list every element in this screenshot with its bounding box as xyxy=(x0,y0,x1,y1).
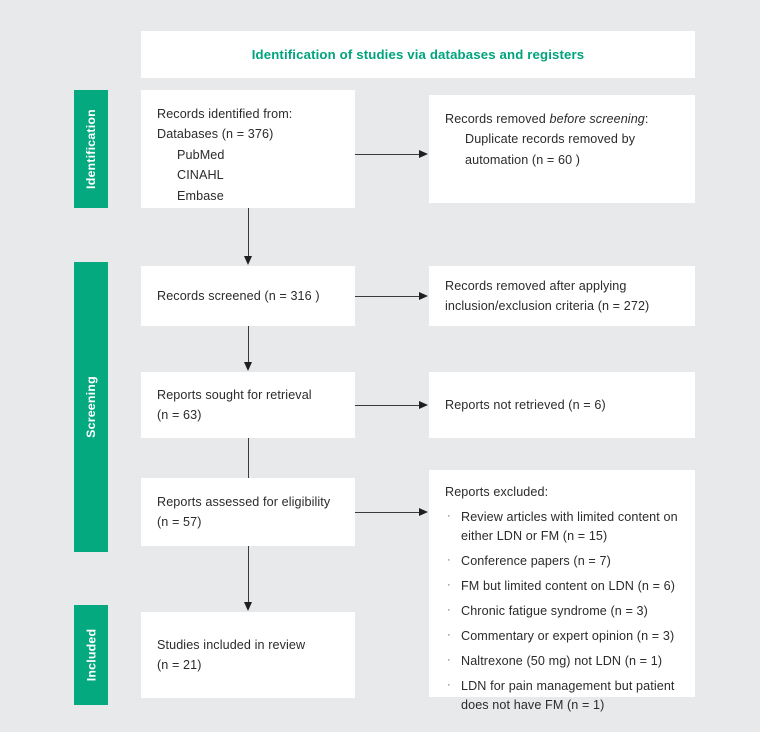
records-identified-source-1: PubMed xyxy=(177,147,225,162)
bullet-glyph: · xyxy=(447,579,451,592)
box-records-screened: Records screened (n = 316 ) xyxy=(141,266,355,326)
list-item: · Naltrexone (50 mg) not LDN (n = 1) xyxy=(445,652,679,671)
diagram-header-banner: Identification of studies via databases … xyxy=(141,31,695,78)
list-item: · FM but limited content on LDN (n = 6) xyxy=(445,577,679,596)
phase-bar-identification: Identification xyxy=(74,90,108,208)
reports-excluded-list: · Review articles with limited content on… xyxy=(445,508,679,714)
box-records-identified: Records identified from: Databases (n = … xyxy=(141,90,355,208)
list-item-label: LDN for pain management but patient does… xyxy=(461,678,675,712)
records-identified-source-2: CINAHL xyxy=(177,168,224,183)
studies-included-line1: Studies included in review xyxy=(157,637,306,652)
bullet-glyph: · xyxy=(447,510,451,523)
list-item: · LDN for pain management but patient doe… xyxy=(445,677,679,715)
records-screened-text: Records screened (n = 316 ) xyxy=(157,288,320,303)
records-identified-line2: Databases (n = 376) xyxy=(157,127,274,142)
records-removed-criteria-line2: inclusion/exclusion criteria (n = 272) xyxy=(445,299,650,313)
reports-not-retrieved-text: Reports not retrieved (n = 6) xyxy=(445,397,606,412)
box-records-removed-before-screening: Records removed before screening: Duplic… xyxy=(429,95,695,203)
box-reports-not-retrieved: Reports not retrieved (n = 6) xyxy=(429,372,695,438)
list-item-label: Commentary or expert opinion (n = 3) xyxy=(461,628,675,643)
records-identified-line1: Records identified from: xyxy=(157,107,293,121)
list-item-label: Chronic fatigue syndrome (n = 3) xyxy=(461,603,648,618)
reports-assessed-line2: (n = 57) xyxy=(157,515,202,529)
bullet-glyph: · xyxy=(447,554,451,567)
records-removed-lead-end: : xyxy=(644,112,649,126)
records-identified-source-3: Embase xyxy=(177,188,224,203)
records-removed-criteria-line1: Records removed after applying xyxy=(445,278,627,293)
list-item: · Conference papers (n = 7) xyxy=(445,552,679,571)
box-studies-included-in-review: Studies included in review (n = 21) xyxy=(141,612,355,698)
records-removed-lead: Records removed xyxy=(445,112,550,126)
bullet-glyph: · xyxy=(447,628,451,641)
bullet-glyph: · xyxy=(447,678,451,691)
list-item-label: Naltrexone (50 mg) not LDN (n = 1) xyxy=(461,653,663,668)
list-item: · Chronic fatigue syndrome (n = 3) xyxy=(445,602,679,621)
reports-assessed-line1: Reports assessed for eligibility xyxy=(157,494,331,509)
phase-label-included: Included xyxy=(84,628,99,682)
box-reports-excluded: Reports excluded: · Review articles with … xyxy=(429,470,695,712)
list-item-label: FM but limited content on LDN (n = 6) xyxy=(461,579,676,594)
list-item: · Commentary or expert opinion (n = 3) xyxy=(445,627,679,646)
phase-label-screening: Screening xyxy=(84,376,98,438)
phase-bar-screening: Screening xyxy=(74,262,108,552)
reports-sought-line1: Reports sought for retrieval xyxy=(157,387,312,402)
phase-label-identification: Identification xyxy=(84,109,98,189)
page-title: Identification of studies via databases … xyxy=(251,46,585,62)
box-reports-assessed-for-eligibility: Reports assessed for eligibility (n = 57… xyxy=(141,478,355,546)
list-item-label: Conference papers (n = 7) xyxy=(461,554,611,569)
records-removed-emphasis: before screening xyxy=(549,112,645,126)
bullet-glyph: · xyxy=(447,603,451,616)
box-records-removed-criteria: Records removed after applying inclusion… xyxy=(429,266,695,326)
reports-excluded-heading: Reports excluded: xyxy=(445,485,549,499)
studies-included-line2: (n = 21) xyxy=(157,658,202,672)
list-item: · Review articles with limited content on… xyxy=(445,508,679,546)
list-item-label: Review articles with limited content on … xyxy=(461,510,678,544)
box-reports-sought-for-retrieval: Reports sought for retrieval (n = 63) xyxy=(141,372,355,438)
records-removed-detail: Duplicate records removed by automation … xyxy=(465,132,636,167)
phase-bar-included: Included xyxy=(74,605,108,705)
bullet-glyph: · xyxy=(447,653,451,666)
reports-sought-line2: (n = 63) xyxy=(157,408,202,422)
records-removed-heading: Records removed before screening: xyxy=(445,109,679,129)
